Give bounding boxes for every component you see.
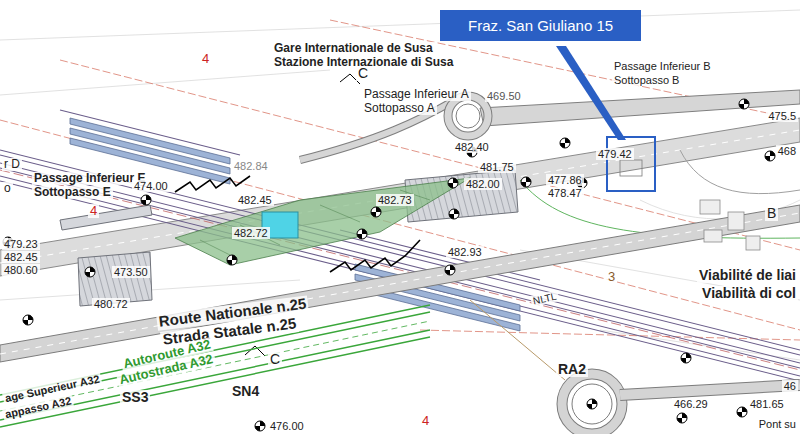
structure-name: r D [2,158,22,171]
elevation: 466.29 [672,398,710,410]
road-code: SS3 [120,390,150,405]
elevation: 477.86 [546,174,584,186]
elevation: 479.42 [596,148,634,160]
structure-name: Sottopasso A [362,102,437,115]
station-name: Gare Internationale de Susa [272,42,435,55]
zone-number: 3 [606,270,617,284]
elevation: 480.60 [2,264,40,276]
road-code: SN4 [230,384,261,399]
elevation: 478.47 [546,187,584,199]
elevation: 482.93 [446,246,484,258]
elevation: 481.75 [478,161,516,173]
elevation: 482.45 [2,251,40,263]
elevation: 474.00 [132,180,170,192]
structure-name: Passage Inferieur B [612,60,713,72]
elevation: 482.40 [453,141,491,153]
elevation: 482.00 [464,178,502,190]
elevation: 480.72 [92,298,130,310]
elevation: 482.84 [232,160,270,172]
road-name: Viabilité de liai [697,268,798,283]
roundabout-name: RA2 [556,362,588,377]
elevation: 468 [776,145,798,157]
elevation: 473.50 [112,266,150,278]
elevation: 46 [782,380,798,392]
callout-box: Fraz. San Giuliano 15 [440,10,641,41]
structure-name: Passage Inferieur E [32,172,147,185]
callout-text: Fraz. San Giuliano 15 [468,17,613,34]
elevation: 482.45 [236,194,274,206]
structure-name: Sottopasso E [32,186,113,199]
elevation: 479.23 [2,238,40,250]
structure-name: Sottopasso B [612,74,681,86]
structure-name: Passage Inferieur A [362,88,471,101]
elevation: 475.5 [766,110,798,122]
elevation: 482.72 [232,227,270,239]
zone-number: 4 [200,52,211,66]
zone-number: 4 [420,414,431,428]
road-name: Viabilità di col [700,286,798,301]
structure-name: o [2,182,13,195]
elevation: 482.73 [376,194,414,206]
elevation: 469.50 [485,90,523,102]
zone-mark: B [765,206,778,221]
elevation: 476.00 [268,420,306,432]
section-mark: C [356,66,370,81]
section-mark: C [268,352,282,367]
structure-name: Pont su [757,418,798,430]
zone-number: 4 [88,204,99,218]
elevation: 481.65 [748,398,786,410]
